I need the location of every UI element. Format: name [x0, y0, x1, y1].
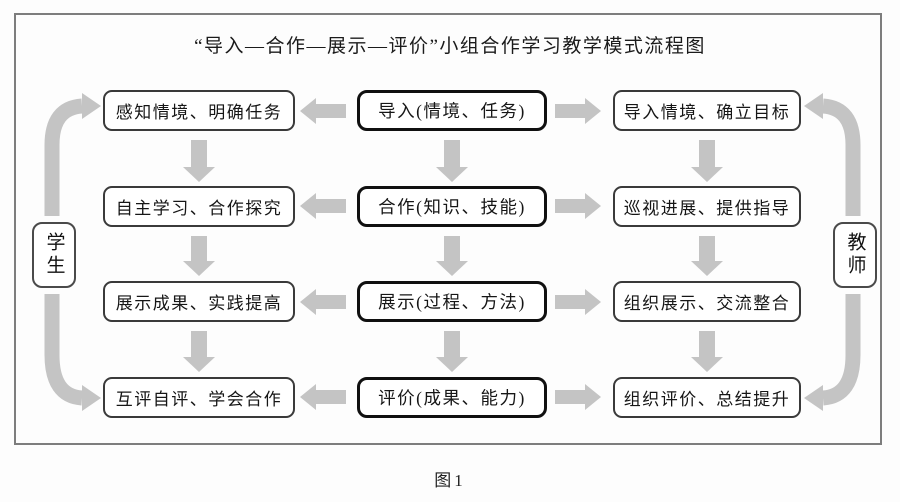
down-arrow-right-1: [691, 140, 723, 182]
student-box-row-4: 互评自评、学会合作: [103, 377, 295, 418]
student-box-row-2: 自主学习、合作探究: [103, 186, 295, 227]
right-arrow-row-4: [555, 384, 601, 410]
process-box-row-3: 展示(过程、方法): [357, 281, 547, 322]
curved-arrow-right-bottom: [821, 294, 861, 406]
process-box-row-4: 评价(成果、能力): [357, 377, 547, 418]
curved-arrow-left-bottom: [44, 294, 84, 406]
teacher-box-row-4: 组织评价、总结提升: [613, 377, 801, 418]
curved-arrow-right-bottom-head: [804, 385, 823, 411]
down-arrow-middle-1: [436, 140, 468, 182]
diagram-title: “导入—合作—展示—评价”小组合作学习教学模式流程图: [194, 36, 706, 57]
curved-arrow-left-top: [44, 98, 84, 216]
right-arrow-row-1: [555, 98, 601, 124]
curved-arrow-left-bottom-head: [82, 385, 101, 411]
teacher-box-row-2: 巡视进展、提供指导: [613, 186, 801, 227]
curved-arrow-right-top: [821, 98, 861, 216]
teacher-side-label: 教师: [833, 222, 877, 288]
teacher-box-row-3: 组织展示、交流整合: [613, 281, 801, 322]
left-arrow-row-2: [300, 193, 346, 219]
teacher-box-row-1: 导入情境、确立目标: [613, 90, 801, 131]
down-arrow-middle-3: [436, 331, 468, 372]
down-arrow-right-2: [691, 236, 723, 276]
student-box-row-3: 展示成果、实践提高: [103, 281, 295, 322]
curved-arrow-right-top-head: [804, 93, 823, 119]
right-arrow-row-2: [555, 193, 601, 219]
down-arrow-right-3: [691, 331, 723, 372]
left-arrow-row-1: [300, 98, 346, 124]
process-box-row-2: 合作(知识、技能): [357, 186, 547, 227]
down-arrow-left-2: [183, 236, 215, 276]
right-arrow-row-3: [555, 289, 601, 315]
diagram-frame: [14, 13, 882, 445]
process-box-row-1: 导入(情境、任务): [357, 90, 547, 131]
student-side-label: 学生: [32, 222, 76, 288]
student-box-row-1: 感知情境、明确任务: [103, 90, 295, 131]
left-arrow-row-4: [300, 384, 346, 410]
left-arrow-row-3: [300, 289, 346, 315]
down-arrow-middle-2: [436, 236, 468, 276]
figure-caption: 图1: [434, 471, 466, 490]
down-arrow-left-1: [183, 140, 215, 182]
down-arrow-left-3: [183, 331, 215, 372]
curved-arrow-left-top-head: [82, 93, 101, 119]
